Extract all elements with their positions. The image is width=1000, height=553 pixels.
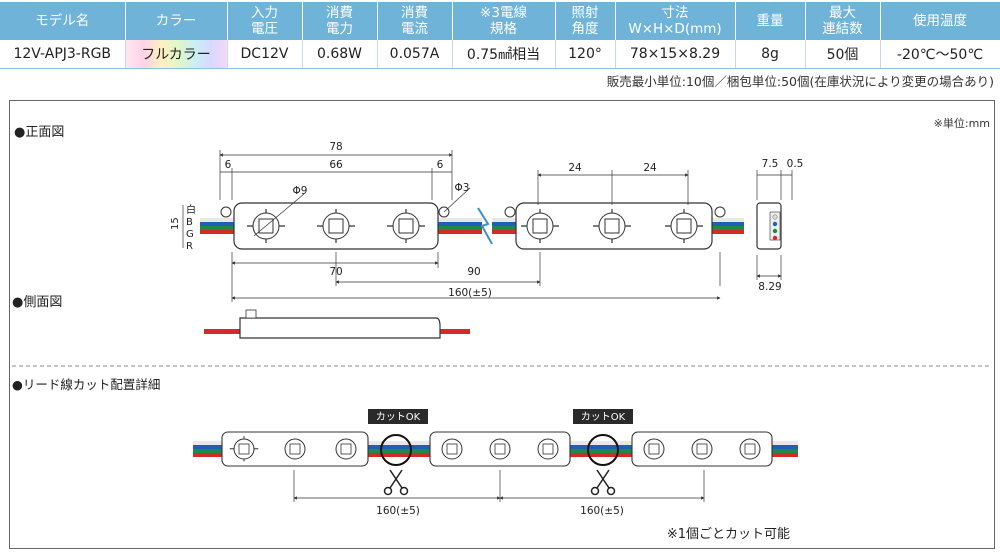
unit-label: ※単位:mm [934, 116, 990, 130]
cut-dim-left: 160(±5) [376, 505, 420, 517]
cell-power: 0.68W [302, 40, 378, 69]
cell-wire: 0.75㎟相当 [452, 40, 556, 69]
dim-160: 160(±5) [448, 287, 492, 299]
cell-color: フルカラー [125, 40, 228, 69]
dim-7-5: 7.5 [762, 158, 779, 170]
front-wires [200, 218, 744, 234]
cut-ok-badge [368, 409, 428, 424]
scissors-icon [590, 469, 616, 496]
col-wire: ※3電線規格 [452, 2, 556, 40]
front-view-title: ●正面図 [14, 125, 64, 140]
dim-15: 15 [170, 217, 181, 230]
cell-model: 12V-APJ3-RGB [0, 40, 126, 69]
col-model: モデル名 [0, 2, 126, 40]
cell-weight: 8g [735, 40, 806, 69]
cell-size: 78×15×8.29 [615, 40, 736, 69]
cut-ok-label: カットOK [376, 411, 421, 423]
dim-24-left: 24 [568, 162, 582, 174]
side-view-title: ●側面図 [12, 295, 62, 310]
cut-ok-badge [573, 409, 633, 424]
cell-angle: 120° [555, 40, 616, 69]
cell-current: 0.057A [377, 40, 453, 69]
sales-unit-note: 販売最小単位:10個／梱包単位:50個(在庫状況により変更の場合あり) [606, 74, 994, 89]
col-angle: 照射角度 [555, 2, 616, 40]
cut-detail: カットOK カットOK 160(±5) 160(±5) ※1個ごとカット可能 [193, 409, 798, 542]
end-view: 7.5 0.5 8.29 [756, 158, 804, 293]
drawing-panel [9, 100, 995, 549]
cut-ok-label: カットOK [581, 411, 626, 423]
dim-phi9: Φ9 [293, 185, 308, 197]
dim-6-left: 6 [225, 159, 232, 171]
dim-phi3: Φ3 [455, 182, 470, 194]
cell-max-link: 50個 [805, 40, 881, 69]
wire-label-red: R [186, 241, 193, 252]
cut-detail-title: ●リード線カット配置詳細 [12, 377, 160, 392]
wire-label-green: G [186, 229, 194, 240]
col-color: カラー [125, 2, 228, 40]
dim-8-29: 8.29 [758, 281, 781, 293]
dim-90: 90 [467, 266, 480, 278]
side-view [204, 309, 470, 339]
dim-24-right: 24 [643, 162, 657, 174]
front-view: 白 B G R 15 78 6 66 6 24 [170, 141, 803, 302]
wire-label-blue: B [186, 217, 193, 228]
spec-data-row: 12V-APJ3-RGB フルカラー DC12V 0.68W 0.057A 0.… [0, 40, 1000, 69]
col-power: 消費電力 [302, 2, 378, 40]
cut-note: ※1個ごとカット可能 [667, 526, 790, 542]
dim-78: 78 [329, 141, 342, 153]
col-current: 消費電流 [377, 2, 453, 40]
col-max-link: 最大連結数 [805, 2, 881, 40]
cell-temp: -20℃～50℃ [880, 40, 1000, 69]
col-voltage: 入力電圧 [227, 2, 303, 40]
cell-voltage: DC12V [227, 40, 303, 69]
dim-0-5: 0.5 [787, 158, 804, 170]
wire-label-white: 白 [186, 203, 196, 216]
dim-70: 70 [329, 266, 342, 278]
scissors-icon [383, 469, 409, 496]
cut-dim-right: 160(±5) [580, 505, 624, 517]
dim-66: 66 [329, 159, 343, 171]
dim-6-right: 6 [437, 159, 444, 171]
col-weight: 重量 [735, 2, 806, 40]
